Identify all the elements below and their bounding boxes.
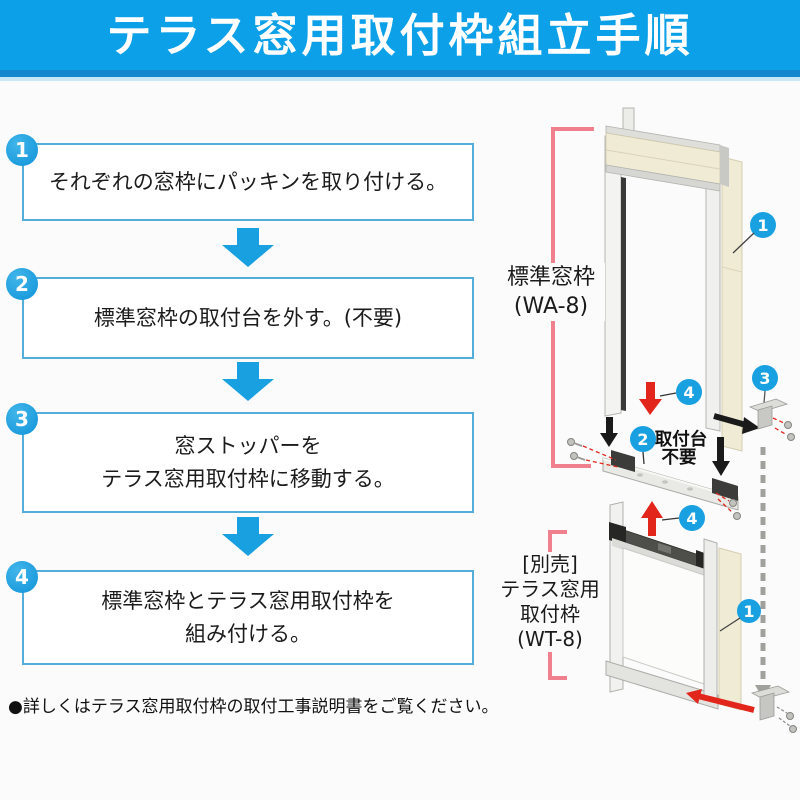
callout-circle-1b xyxy=(737,599,761,623)
standard-frame-illustration xyxy=(604,107,743,452)
step-4-text-line1: 標準窓枠とテラス窓用取付枠を xyxy=(101,588,395,613)
top-beam-seam xyxy=(605,149,721,170)
arrow-shaft xyxy=(237,517,259,534)
arrow-shaft xyxy=(237,228,259,245)
step-3-text-line1: 窓ストッパーを xyxy=(174,433,322,458)
callout-leader xyxy=(642,451,645,465)
step-box-1: それぞれの窓枠にパッキンを取り付ける。 xyxy=(22,143,474,221)
right-rail xyxy=(703,538,718,703)
step-4-text-line2: 組み付ける。 xyxy=(185,621,311,646)
callout-circle-3 xyxy=(752,365,778,391)
base-note-line2: 不要 xyxy=(662,448,697,468)
base-plate-right-cap xyxy=(712,478,738,501)
step-box-4: 標準窓枠とテラス窓用取付枠を 組み付ける。 xyxy=(22,570,474,665)
callout-circle-2 xyxy=(630,426,656,452)
step-number-badge-2: 2 xyxy=(6,268,38,300)
red-arrow-left xyxy=(686,689,702,704)
screws-left xyxy=(567,438,619,468)
arrow-head xyxy=(222,379,274,401)
step-box-3: 窓ストッパーを テラス窓用取付枠に移動する。 xyxy=(22,412,474,513)
top-beam-lip xyxy=(605,164,721,192)
terrace-frame-label-line2: テラス窓用 xyxy=(500,577,600,601)
step-number-badge-3: 3 xyxy=(6,403,38,435)
step-1-text: それぞれの窓枠にパッキンを取り付ける。 xyxy=(48,169,448,194)
arrow-shaft xyxy=(237,362,259,379)
black-arrow-diagonal xyxy=(713,413,760,434)
flow-arrow-down-1 xyxy=(222,228,274,267)
bottom-bracket-illustration xyxy=(686,685,797,733)
header-bar xyxy=(0,0,800,70)
packing-strip-bottom xyxy=(718,547,742,711)
packing-seam xyxy=(721,266,743,273)
callout-circle-1a xyxy=(750,212,776,238)
left-rail-shadow xyxy=(621,177,626,411)
arrow-head xyxy=(222,534,274,556)
callout-circle-4a xyxy=(676,379,702,405)
top-beam-end xyxy=(720,145,729,187)
footer-note: ●詳しくはテラス窓用取付枠の取付工事説明書をご覧ください。 xyxy=(8,697,499,717)
callout-number: 4 xyxy=(683,383,694,402)
right-rail xyxy=(705,150,721,432)
stopper-bar-notch xyxy=(658,543,671,554)
callout-number: 2 xyxy=(637,430,648,449)
callout-leader xyxy=(659,392,677,397)
arrow-head xyxy=(222,245,274,267)
callout-leader xyxy=(719,617,741,632)
flow-arrow-down-2 xyxy=(222,362,274,401)
step-number-badge-1: 1 xyxy=(6,134,38,166)
standard-frame-label: 標準窓枠 (WA-8) xyxy=(497,263,605,321)
terrace-frame-label-line4: (WT-8) xyxy=(517,627,583,651)
red-arrow-down xyxy=(639,382,662,415)
flow-arrow-down-3 xyxy=(222,517,274,556)
packing-strip-top xyxy=(721,156,743,452)
terrace-frame-label: [別売] テラス窓用 取付枠 (WT-8) xyxy=(491,552,609,652)
stopper-bracket-illustration xyxy=(748,398,795,441)
screws-right xyxy=(715,492,741,520)
terrace-frame-label-line3: 取付枠 xyxy=(520,602,580,626)
step-2-text: 標準窓枠の取付台を外す。(不要) xyxy=(93,305,403,330)
step-3-text-line2: テラス窓用取付枠に移動する。 xyxy=(101,466,395,491)
callout-leader xyxy=(732,232,755,254)
bottom-beam xyxy=(605,660,719,710)
black-arrow-down-right xyxy=(712,437,730,476)
terrace-frame-label-line1: [別売] xyxy=(522,552,578,576)
callout-circle-4b xyxy=(679,505,705,531)
callout-number: 1 xyxy=(743,602,754,621)
callout-number: 1 xyxy=(757,216,768,235)
standard-frame-label-line2: (WA-8) xyxy=(513,294,589,319)
assembly-diagram: 4 2 取付台 不要 xyxy=(548,107,797,733)
left-rail xyxy=(609,501,624,693)
black-arrow-down-left xyxy=(600,417,618,447)
page-title: テラス窓用取付枠組立手順 xyxy=(106,9,694,62)
standard-frame-label-line1: 標準窓枠 xyxy=(506,265,595,290)
header-divider-line xyxy=(0,77,800,81)
step-number-badge-4: 4 xyxy=(6,561,38,593)
terrace-frame-illustration xyxy=(605,501,742,711)
callout-leader xyxy=(661,517,680,521)
callout-number: 4 xyxy=(686,509,697,528)
red-arrow-up xyxy=(641,501,663,536)
step-box-2: 標準窓枠の取付台を外す。(不要) xyxy=(22,277,474,359)
callout-number: 3 xyxy=(759,369,770,388)
left-rail xyxy=(604,132,622,417)
base-note-line1: 取付台 xyxy=(655,429,708,450)
header-accent-strip xyxy=(0,70,800,77)
